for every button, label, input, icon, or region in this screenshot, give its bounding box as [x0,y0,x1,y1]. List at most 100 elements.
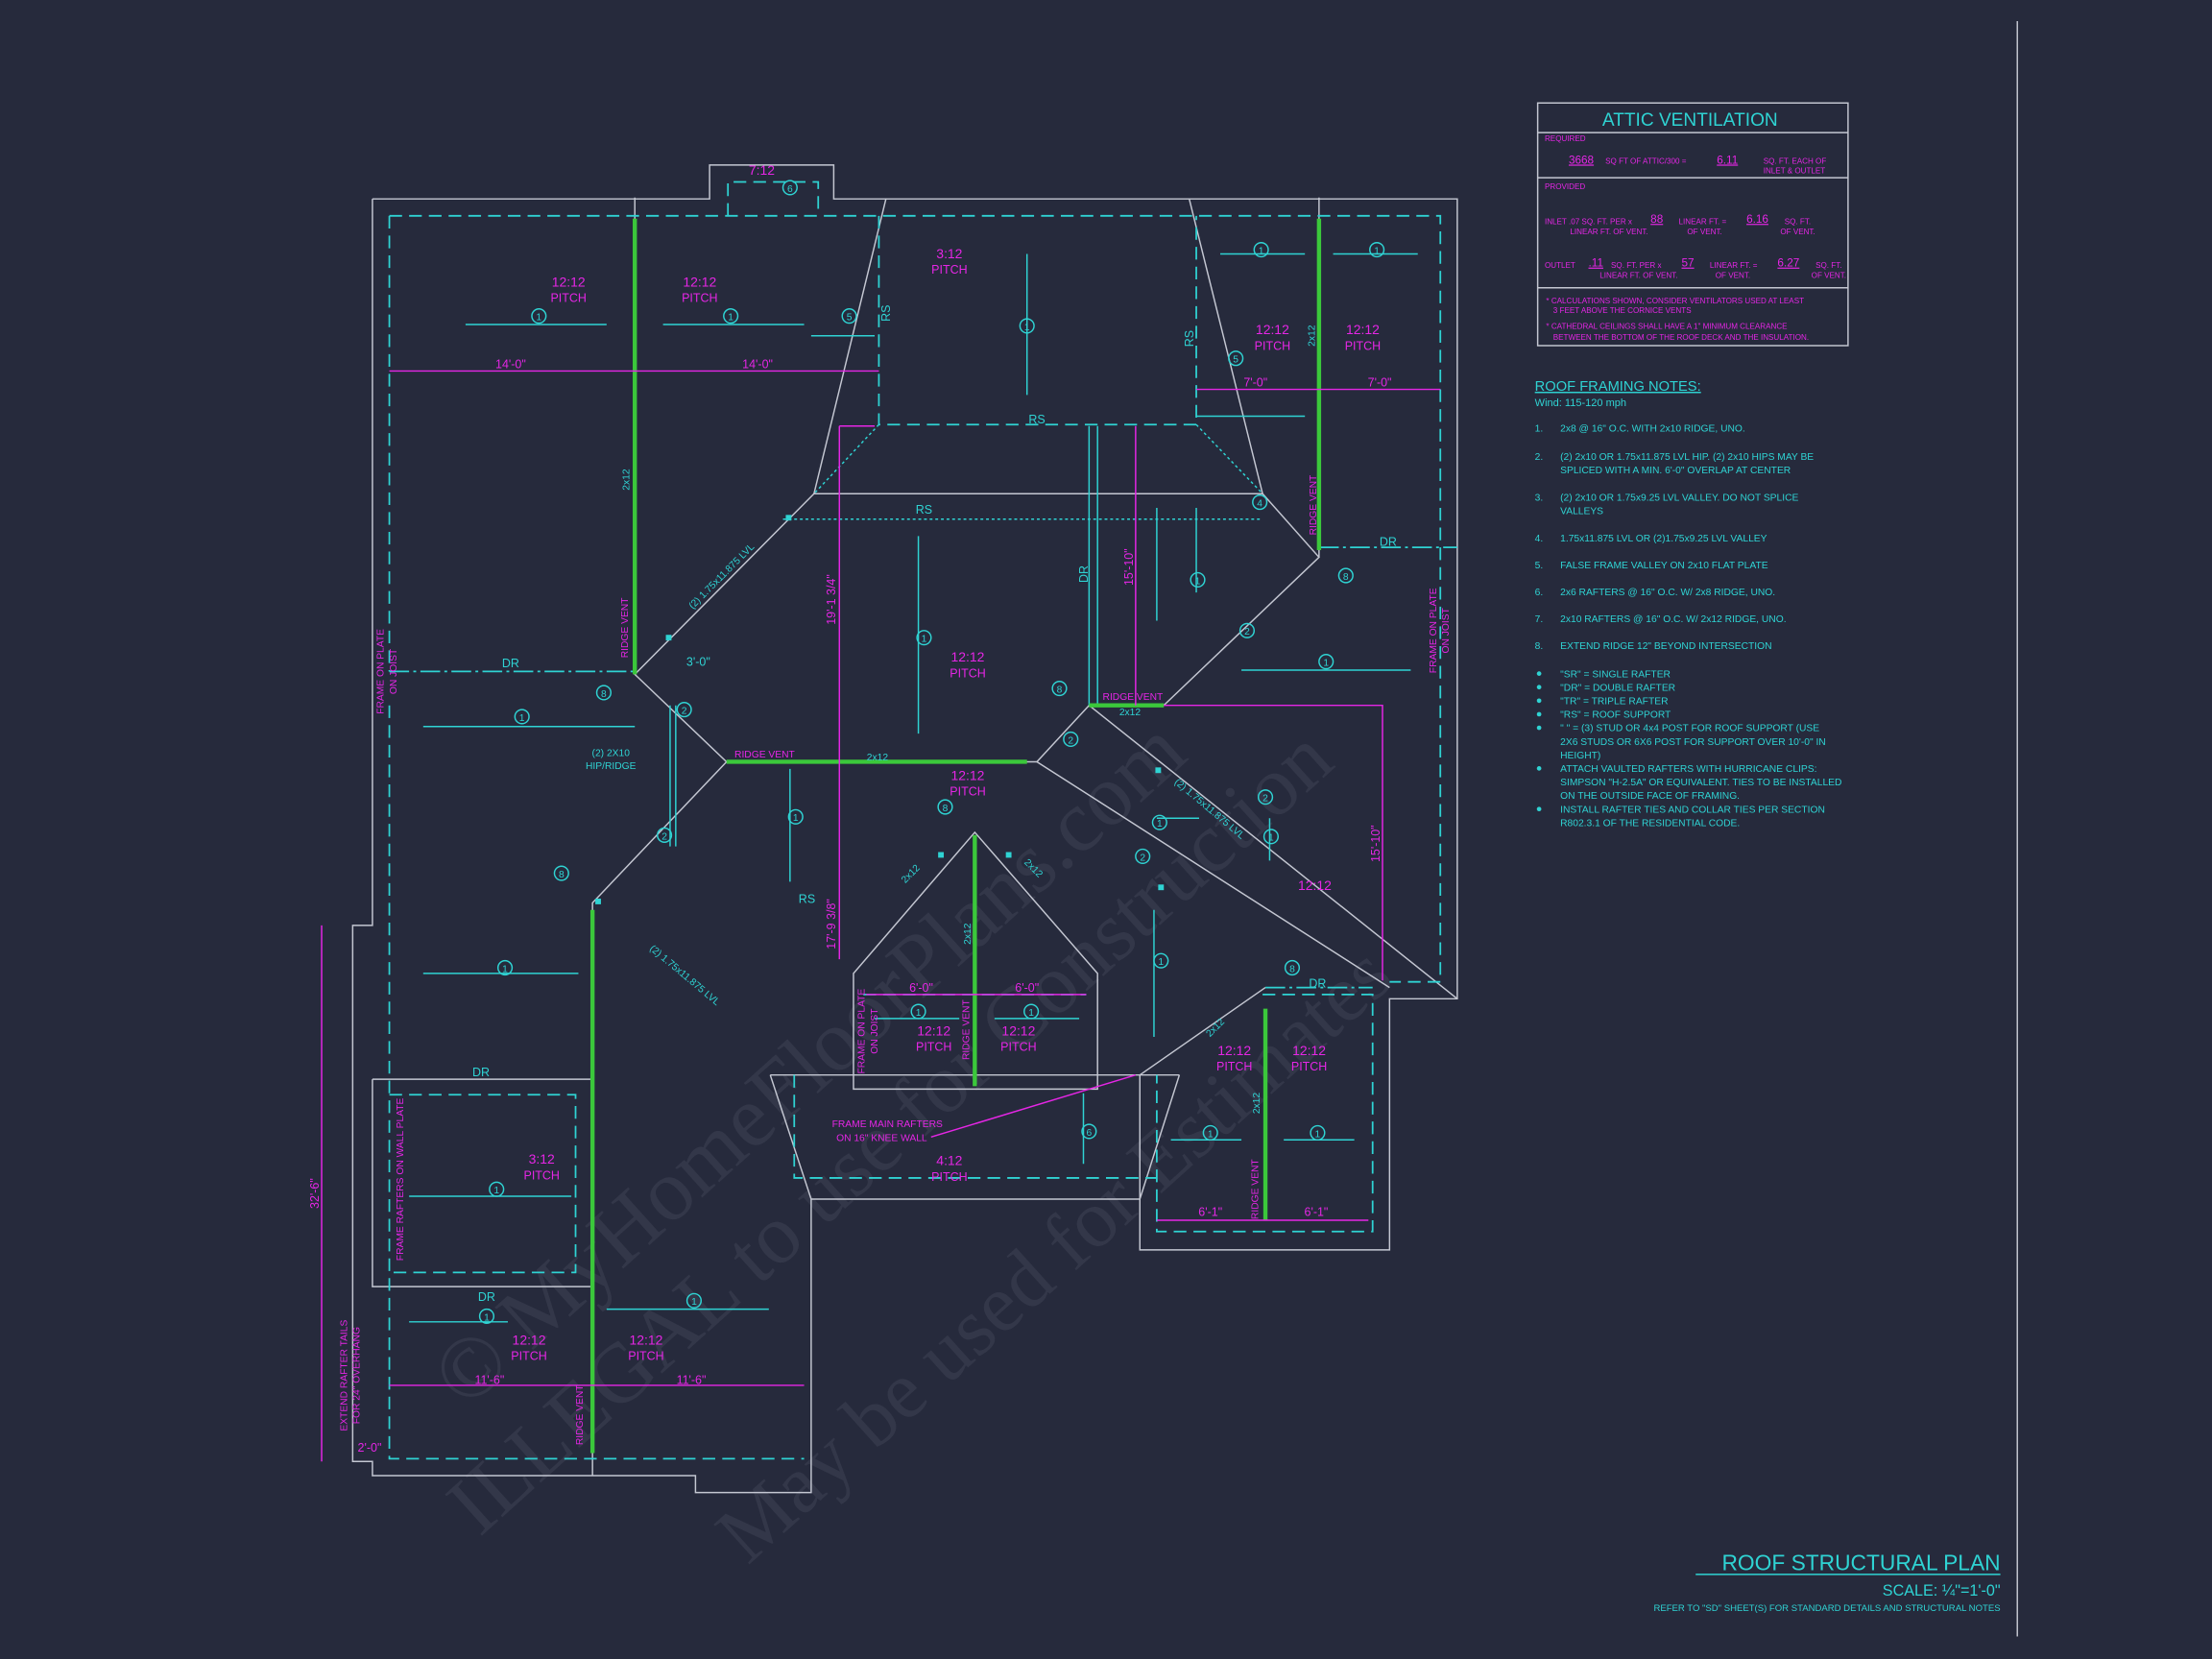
note-line: (2) 2x10 OR 1.75x9.25 LVL VALLEY. DO NOT… [1560,493,1798,504]
svg-text:2x12: 2x12 [1307,325,1317,347]
note-line: 1.75x11.875 LVL OR (2)1.75x9.25 LVL VALL… [1560,534,1767,544]
note-number: 6. [1535,588,1544,598]
svg-text:3668: 3668 [1569,154,1595,166]
bearing-walls [388,180,1457,1460]
svg-text:OF VENT.: OF VENT. [1812,271,1846,279]
note-line: 2x8 @ 16" O.C. WITH 2x10 RIDGE, UNO. [1560,424,1745,435]
svg-text:8: 8 [1289,964,1295,974]
svg-text:SQ. FT.: SQ. FT. [1815,261,1841,270]
callout-8: 8 [1284,959,1301,976]
callout-8: 8 [937,799,953,815]
callout-8: 8 [1051,680,1068,697]
bullet-line: 2X6 STUDS OR 6X6 POST FOR SUPPORT OVER 1… [1560,737,1826,748]
svg-text:SQ FT OF ATTIC/300 =: SQ FT OF ATTIC/300 = [1605,156,1687,165]
svg-text:8: 8 [1057,685,1063,695]
bullet-line: "SR" = SINGLE RAFTER [1560,669,1671,680]
svg-text:RIDGE VENT: RIDGE VENT [620,597,631,658]
svg-text:ON JOIST: ON JOIST [1441,607,1452,653]
svg-text:DR: DR [472,1066,490,1079]
bullet-line: " " = (3) STUD OR 4x4 POST FOR ROOF SUPP… [1560,724,1819,734]
svg-text:1: 1 [1158,957,1164,968]
svg-text:PITCH: PITCH [950,785,985,799]
callout-2: 2 [1063,731,1079,748]
dimension-lines [321,370,1441,1462]
callout-2: 2 [676,702,692,718]
svg-text:DR: DR [1077,565,1091,583]
title-block: ROOF STRUCTURAL PLAN SCALE: ¼"=1'-0" REF… [1653,1550,2000,1614]
callout-1: 1 [787,808,804,825]
svg-text:BETWEEN THE BOTTOM OF THE ROOF: BETWEEN THE BOTTOM OF THE ROOF DECK AND … [1553,333,1809,342]
svg-text:RIDGE VENT: RIDGE VENT [1103,692,1164,703]
note-line: EXTEND RIDGE 12" BEYOND INTERSECTION [1560,641,1771,652]
callout-4: 4 [1252,494,1268,511]
svg-text:PITCH: PITCH [1255,339,1290,352]
svg-text:RIDGE VENT: RIDGE VENT [734,750,795,760]
callout-6: 6 [1081,1123,1097,1140]
svg-text:1: 1 [1374,246,1380,256]
svg-text:1: 1 [1323,659,1329,669]
callout-1: 1 [723,308,739,325]
callout-1: 1 [1153,952,1169,969]
svg-text:12:12: 12:12 [951,649,985,664]
svg-text:12:12: 12:12 [1298,878,1332,893]
svg-text:6'-0": 6'-0" [1015,981,1039,995]
dimension-labels: 14'-0" 14'-0" 7'-0" 7'-0" 19'-1 3/4" 17'… [308,358,1391,1455]
ventilation-title: ATTIC VENTILATION [1602,110,1778,131]
svg-text:PITCH: PITCH [682,291,717,304]
svg-text:12:12: 12:12 [1346,322,1380,337]
svg-text:RS: RS [1028,413,1045,426]
callout-5: 5 [1228,350,1244,367]
svg-text:1: 1 [484,1312,490,1323]
svg-text:DR: DR [478,1290,495,1304]
svg-text:LINEAR FT. =: LINEAR FT. = [1710,261,1758,270]
svg-text:2x12: 2x12 [963,923,974,945]
svg-text:8: 8 [601,689,607,700]
bullet-line: "DR" = DOUBLE RAFTER [1560,683,1675,693]
svg-text:RS: RS [1183,330,1196,347]
svg-text:15'-10": 15'-10" [1122,548,1136,586]
svg-text:4: 4 [1257,499,1262,510]
svg-text:LINEAR FT. OF VENT.: LINEAR FT. OF VENT. [1570,228,1647,236]
svg-text:LINEAR FT. OF VENT.: LINEAR FT. OF VENT. [1599,271,1677,279]
svg-text:1: 1 [1028,1008,1034,1019]
svg-text:1: 1 [1208,1129,1214,1140]
note-number: 1. [1535,424,1544,435]
callout-8: 8 [1337,567,1354,584]
svg-text:PITCH: PITCH [550,291,586,304]
callout-1: 1 [1202,1124,1218,1141]
svg-text:6'-1": 6'-1" [1198,1206,1222,1219]
callout-1: 1 [1318,654,1334,670]
svg-text:7'-0": 7'-0" [1243,376,1267,390]
svg-text:12:12: 12:12 [1001,1023,1035,1039]
svg-text:ON JOIST: ON JOIST [870,1008,880,1054]
callout-1: 1 [1253,242,1269,258]
bullet-line: "RS" = ROOF SUPPORT [1560,710,1671,721]
svg-text:6.27: 6.27 [1777,257,1799,270]
svg-text:2: 2 [1068,735,1073,746]
post-markers [595,515,1165,904]
svg-text:8: 8 [559,870,565,880]
note-number: 5. [1535,561,1544,571]
svg-text:PITCH: PITCH [950,666,985,680]
svg-text:1: 1 [1195,576,1201,587]
note-number: 3. [1535,493,1544,504]
note-number: 7. [1535,614,1544,625]
callout-8: 8 [553,865,569,881]
svg-text:SQ. FT.: SQ. FT. [1785,218,1811,227]
svg-text:OF VENT.: OF VENT. [1687,228,1721,236]
svg-text:1: 1 [728,313,733,324]
svg-text:12:12: 12:12 [552,274,586,289]
svg-text:1: 1 [1315,1129,1321,1140]
svg-text:PITCH: PITCH [931,1170,967,1184]
svg-text:3:12: 3:12 [529,1151,555,1166]
bullet-icon [1536,725,1542,731]
bullet-line: SIMPSON "H-2.5A" OR EQUIVALENT. TIES TO … [1560,778,1841,788]
svg-text:ON 16" KNEE WALL: ON 16" KNEE WALL [836,1134,927,1144]
svg-text:1: 1 [1259,246,1264,256]
svg-text:1: 1 [922,635,927,645]
svg-text:6'-1": 6'-1" [1305,1206,1329,1219]
